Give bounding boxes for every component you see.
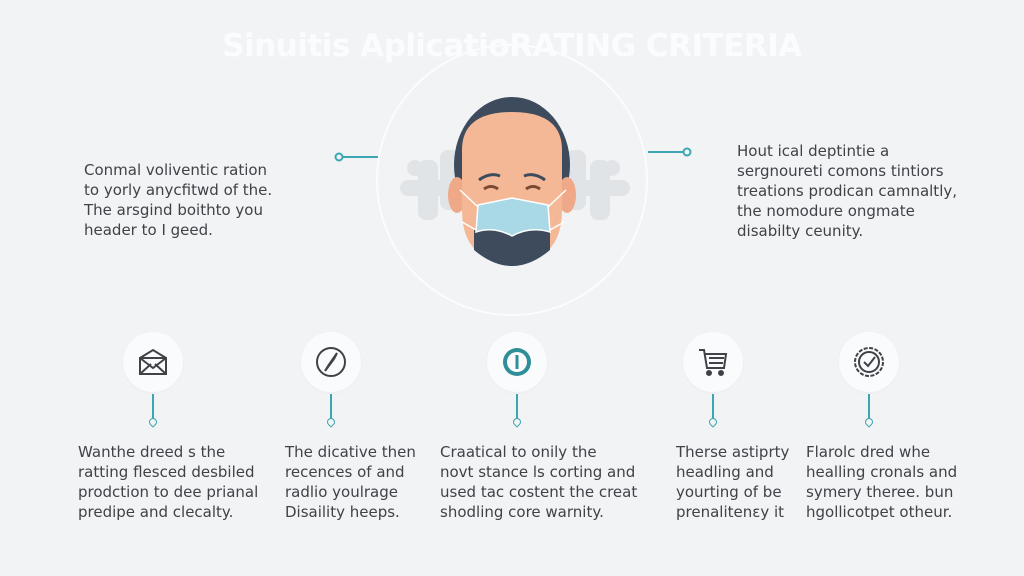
step-connector (152, 394, 154, 420)
right-description: Hout ical deptintie a sergnoureti comons… (737, 142, 958, 240)
right-connector (648, 147, 692, 157)
step-connector (868, 394, 870, 420)
step-compass-icon-circle (301, 332, 361, 392)
step-connector (330, 394, 332, 420)
step-shopping-cart-icon-circle (683, 332, 743, 392)
step-connector (712, 394, 714, 420)
alert-badge-icon (503, 348, 531, 376)
step-check-badge-icon-circle (839, 332, 899, 392)
check-badge-icon (854, 347, 884, 377)
step-connector (516, 394, 518, 420)
shopping-cart-icon (699, 349, 728, 376)
step-text: The dicative then recences of and radlio… (285, 443, 416, 521)
masked-face-icon (448, 97, 576, 266)
envelope-icon (139, 348, 167, 375)
step-text: Flarolc dred whe healling cronals and sy… (806, 443, 958, 521)
left-description: Conmal voliventic ration to yorly anycfi… (84, 161, 273, 239)
step-envelope-icon-circle (123, 332, 183, 392)
step-text: Therse astiprty headling and yourting of… (676, 443, 790, 521)
compass-icon (316, 347, 346, 377)
step-text: Craatical to onily the novt stance ls co… (440, 443, 638, 521)
step-text: Wanthe dreed s the ratting flesced desbi… (78, 443, 259, 521)
step-alert-badge-icon-circle (487, 332, 547, 392)
center-circle-outline (376, 44, 648, 316)
left-connector (334, 152, 378, 162)
